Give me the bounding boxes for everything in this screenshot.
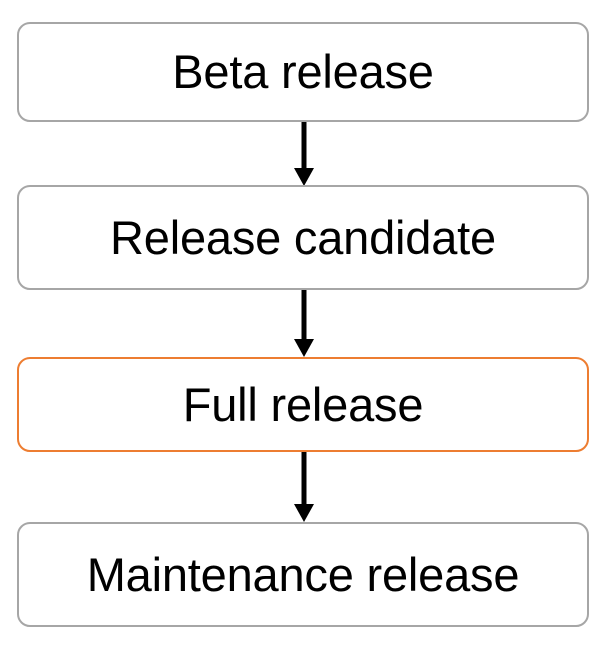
arrow-full-release-to-maintenance-release: [294, 452, 314, 522]
flowchart-node-release-candidate[interactable]: Release candidate: [17, 185, 589, 290]
arrow-release-candidate-to-full-release: [294, 290, 314, 357]
arrow-beta-release-to-release-candidate: [294, 122, 314, 186]
flowchart-node-maintenance-release[interactable]: Maintenance release: [17, 522, 589, 627]
flowchart-node-full-release[interactable]: Full release: [17, 357, 589, 452]
flowchart-node-beta-release[interactable]: Beta release: [17, 22, 589, 122]
flowchart-node-label: Maintenance release: [86, 547, 520, 601]
flowchart-node-label: Release candidate: [110, 210, 496, 264]
flowchart-node-label: Beta release: [172, 45, 434, 99]
flowchart-node-label: Full release: [182, 377, 424, 431]
